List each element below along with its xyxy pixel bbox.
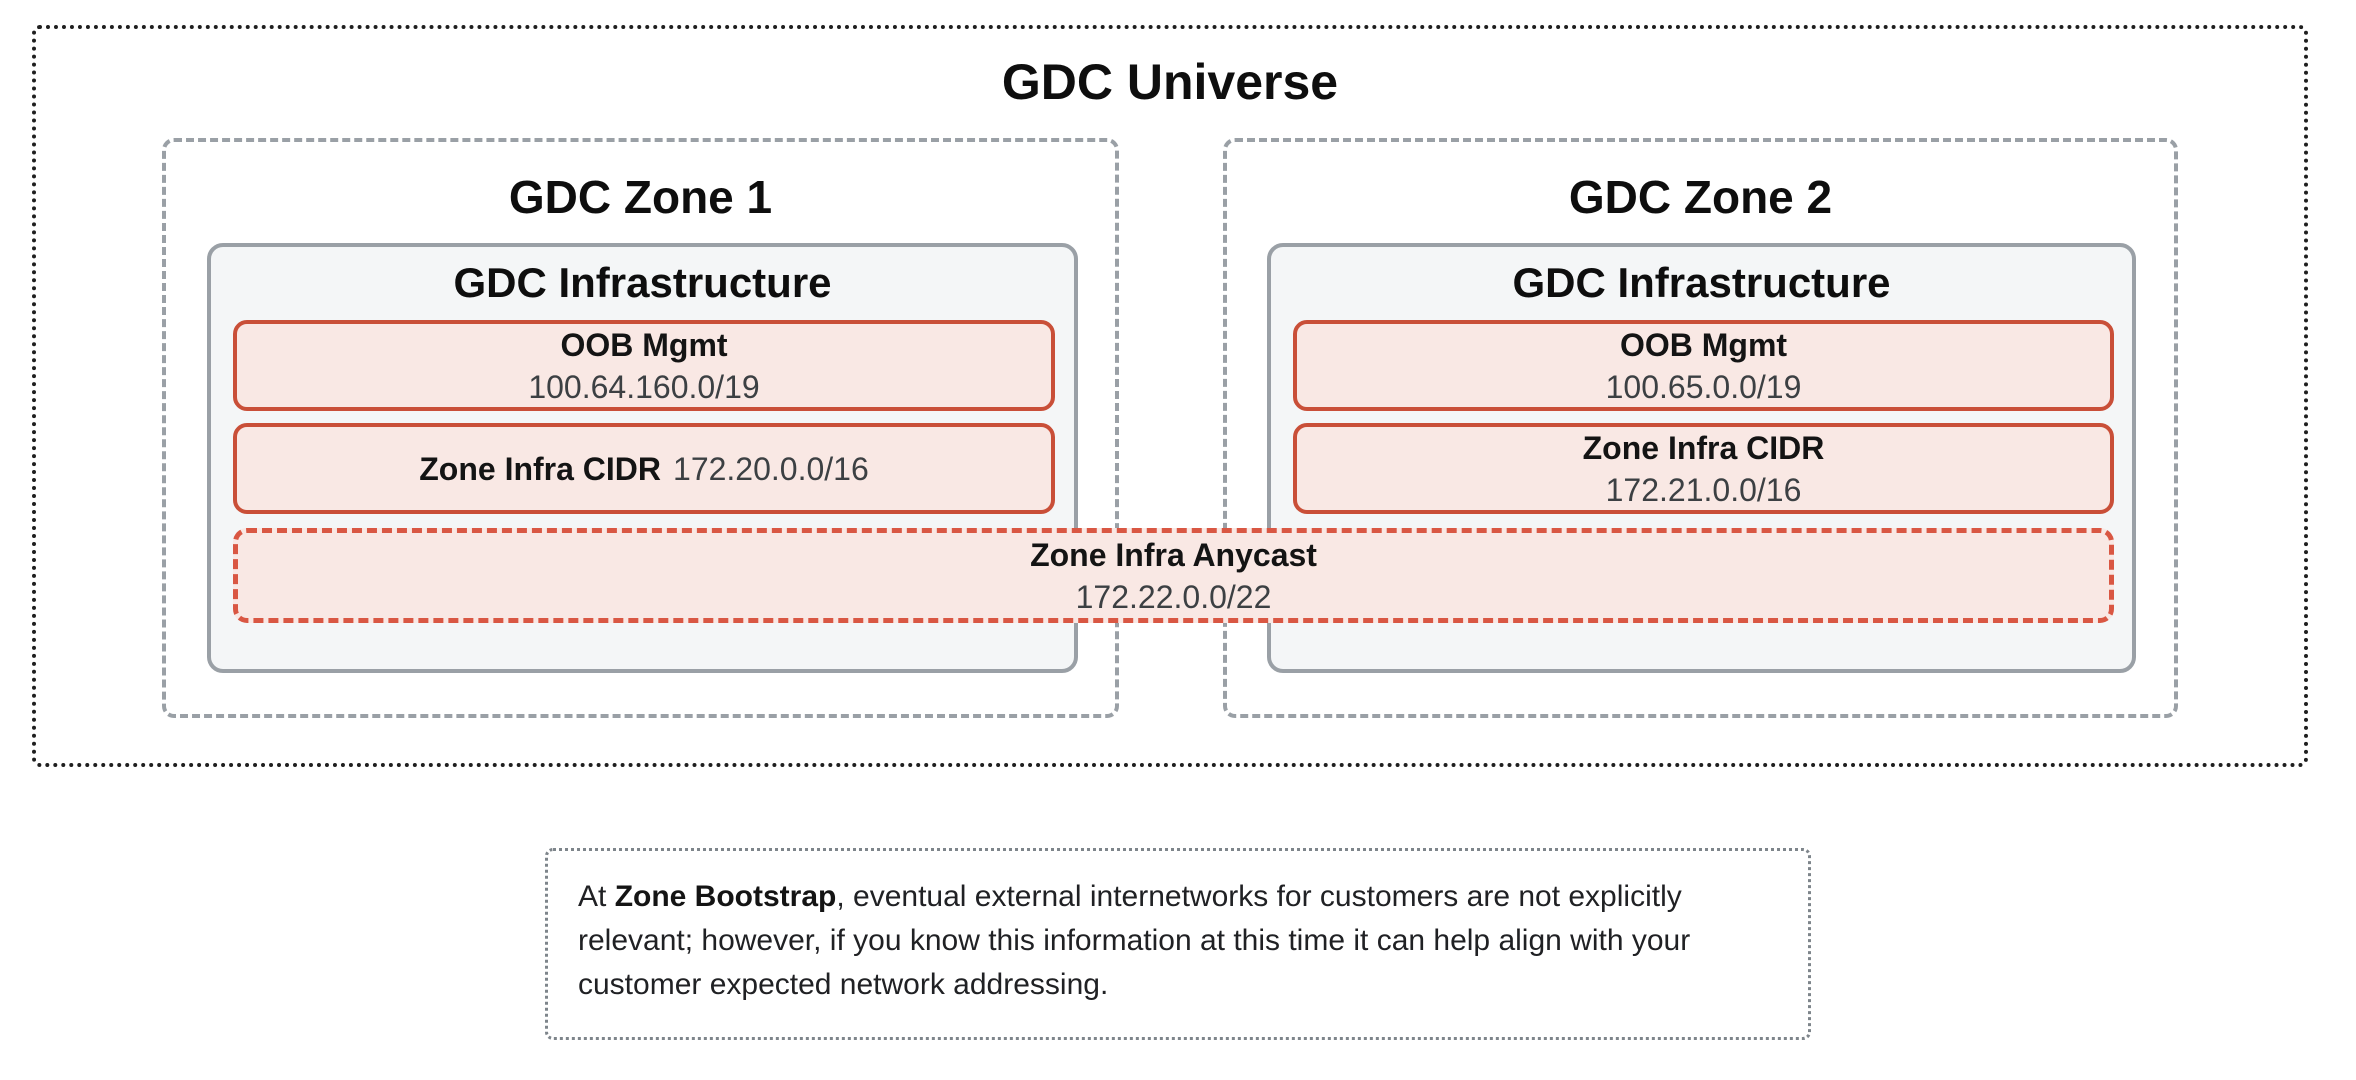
zone-2-infra-cidr-value: 172.21.0.0/16 — [1605, 471, 1802, 508]
gdc-zone-2-box: GDC Zone 2 GDC Infrastructure OOB Mgmt 1… — [1223, 138, 2178, 718]
zone-2-title: GDC Zone 2 — [1568, 171, 1833, 223]
zone-infra-anycast-cidr: 172.22.0.0/22 — [1075, 578, 1272, 615]
gdc-zone-1-box: GDC Zone 1 GDC Infrastructure OOB Mgmt 1… — [162, 138, 1119, 718]
zone-2-infrastructure-title: GDC Infrastructure — [1512, 259, 1891, 306]
note-text-rest: , eventual external internetworks for cu… — [578, 880, 1691, 1001]
zone-1-oob-mgmt-label: OOB Mgmt — [560, 326, 728, 363]
zone-infra-anycast-label: Zone Infra Anycast — [1030, 536, 1317, 573]
note-text-bold: Zone Bootstrap — [614, 880, 837, 913]
note-text-prefix: At — [578, 880, 615, 913]
zone-2-oob-mgmt-box: OOB Mgmt 100.65.0.0/19 — [1293, 320, 2114, 411]
zone-2-oob-mgmt-cidr: 100.65.0.0/19 — [1605, 368, 1802, 405]
zone-1-oob-mgmt-cidr: 100.64.160.0/19 — [528, 368, 760, 405]
zone-2-infra-cidr-box: Zone Infra CIDR 172.21.0.0/16 — [1293, 423, 2114, 514]
zone-1-infra-cidr-label: Zone Infra CIDR — [419, 450, 662, 487]
universe-title: GDC Universe — [1001, 54, 1339, 110]
zone-bootstrap-note: At Zone Bootstrap, eventual external int… — [545, 848, 1811, 1040]
zone-2-infra-cidr-label: Zone Infra CIDR — [1582, 429, 1825, 466]
zone-1-infra-cidr-value: 172.20.0.0/16 — [673, 450, 869, 487]
zone-infra-anycast-box: Zone Infra Anycast 172.22.0.0/22 — [233, 528, 2114, 623]
zone-1-oob-mgmt-box: OOB Mgmt 100.64.160.0/19 — [233, 320, 1055, 411]
zone-1-infrastructure-title: GDC Infrastructure — [453, 259, 832, 306]
zone-1-infra-cidr-box: Zone Infra CIDR 172.20.0.0/16 — [233, 423, 1055, 514]
zone-2-oob-mgmt-label: OOB Mgmt — [1619, 326, 1788, 363]
gdc-universe-box: GDC Universe GDC Zone 1 GDC Infrastructu… — [32, 25, 2308, 767]
zone-1-title: GDC Zone 1 — [508, 171, 773, 223]
